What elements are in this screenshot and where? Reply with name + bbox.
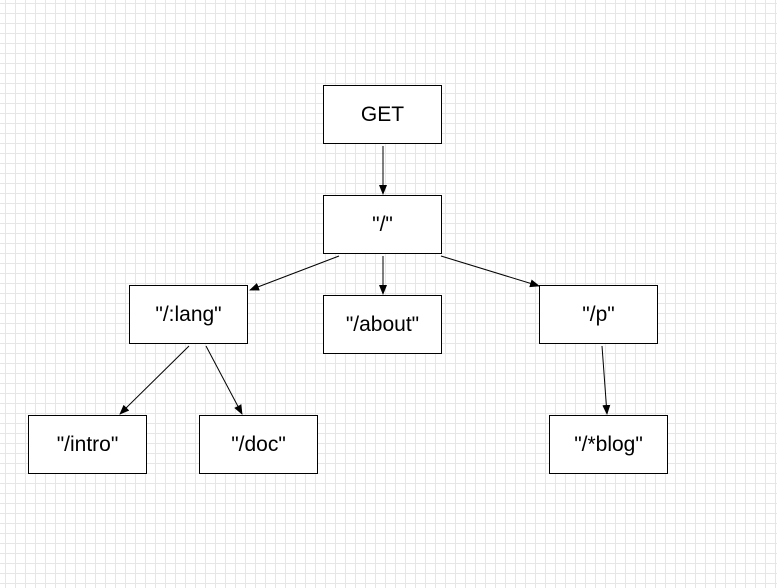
node-intro[interactable]: "/intro" (28, 415, 147, 474)
node-p[interactable]: "/p" (539, 285, 658, 344)
edge-root-to-lang (249, 255, 340, 291)
edge-root-to-p (440, 255, 540, 288)
node-get[interactable]: GET (323, 85, 442, 144)
node-doc[interactable]: "/doc" (199, 415, 318, 474)
node-about[interactable]: "/about" (323, 295, 442, 354)
node-lang[interactable]: "/:lang" (129, 285, 248, 344)
node-root[interactable]: "/" (323, 195, 442, 254)
edge-p-to-blog (601, 345, 611, 415)
edge-lang-to-intro (119, 345, 190, 415)
edge-lang-to-doc (205, 345, 243, 415)
node-blog[interactable]: "/*blog" (549, 415, 668, 474)
